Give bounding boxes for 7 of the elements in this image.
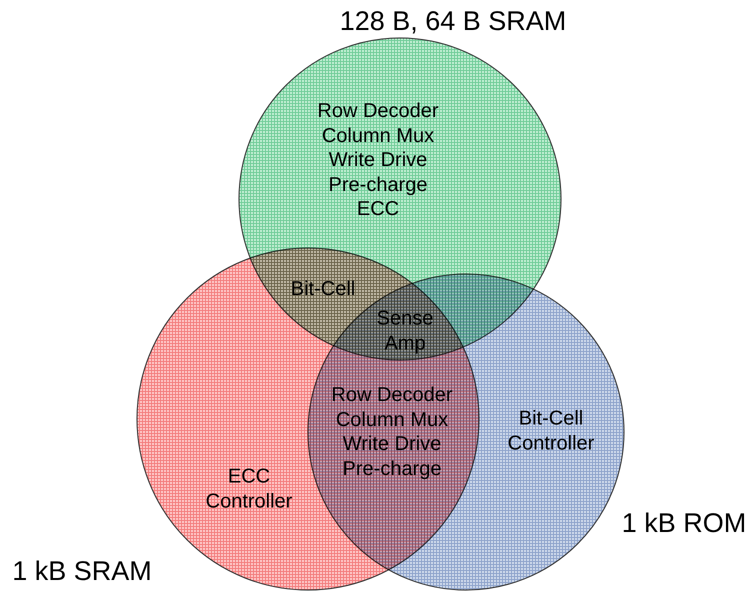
region-label: Row Decoder Column Mux Write Drive Pre-charge ECC — [316, 98, 440, 222]
region-label: Bit-Cell Controller — [506, 406, 596, 456]
set-title: 1 kB SRAM — [12, 556, 152, 586]
set-title: 1 kB ROM — [622, 508, 746, 538]
set-title: 128 B, 64 B SRAM — [340, 6, 566, 36]
region-label: Row Decoder Column Mux Write Drive Pre-charge — [330, 383, 454, 481]
region-label: ECC Controller — [204, 464, 294, 514]
